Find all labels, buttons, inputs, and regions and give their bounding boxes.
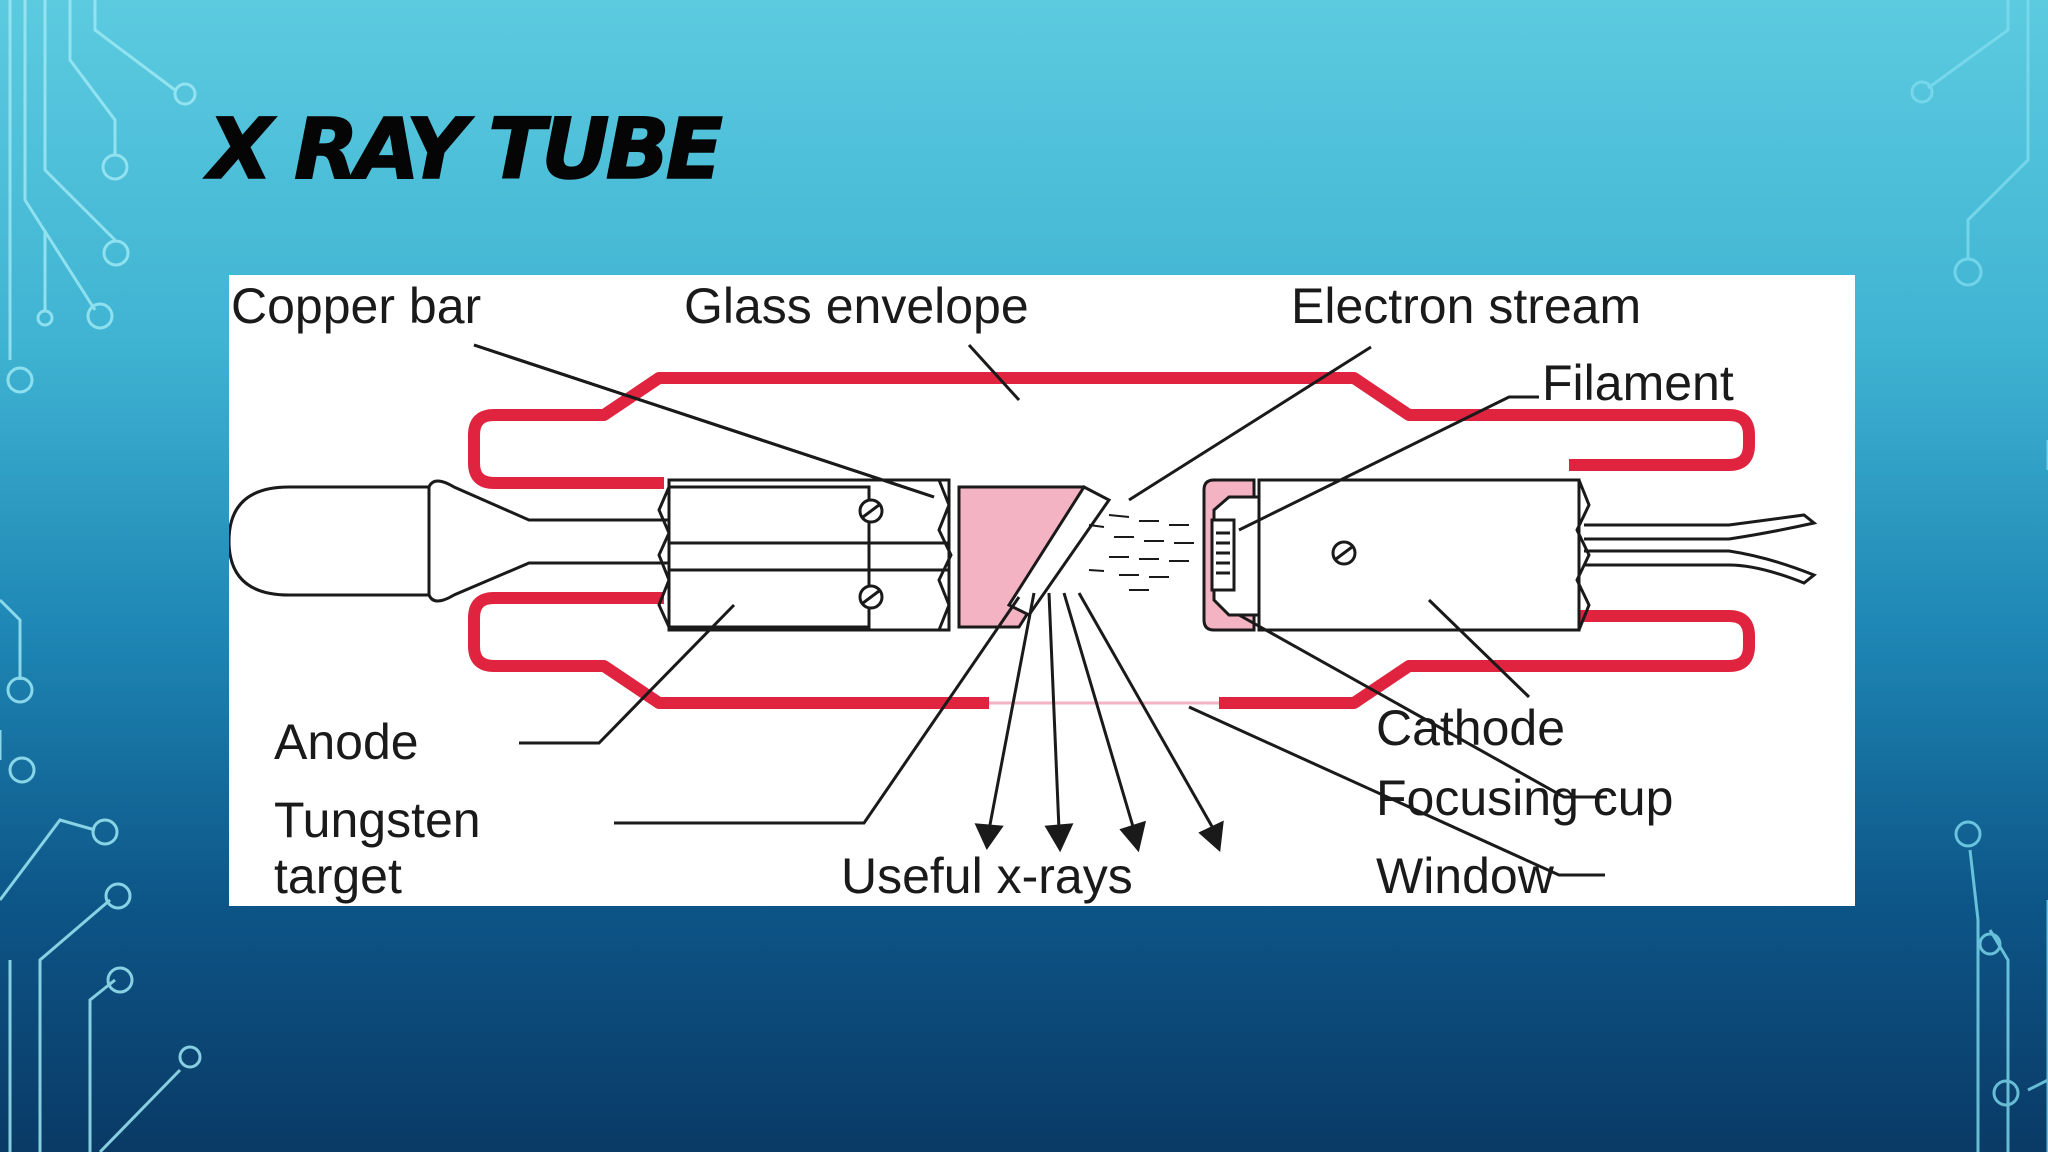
anode-knob xyxy=(229,479,671,603)
circuit-decoration-left xyxy=(0,0,202,1152)
electron-stream-dashes xyxy=(1088,514,1194,591)
label-cathode: Cathode xyxy=(1376,700,1565,756)
tungsten-target xyxy=(937,479,1112,631)
anode-block xyxy=(657,478,951,632)
label-window: Window xyxy=(1376,848,1555,904)
slide-title: X RAY TUBE xyxy=(207,99,724,199)
cathode-block xyxy=(1257,478,1591,632)
label-copper-bar: Copper bar xyxy=(231,278,481,334)
xray-tube-drawing: Copper bar Glass envelope Electron strea… xyxy=(229,278,1818,904)
label-useful-xrays: Useful x-rays xyxy=(841,848,1133,904)
label-target: target xyxy=(274,848,402,904)
leader-lines xyxy=(473,343,1607,877)
label-electron-stream: Electron stream xyxy=(1291,278,1641,334)
cathode-leads xyxy=(1584,513,1818,585)
label-filament: Filament xyxy=(1542,355,1734,411)
label-focusing-cup: Focusing cup xyxy=(1376,770,1673,826)
circuit-decoration-right xyxy=(1910,0,2048,1152)
useful-xrays-arrows xyxy=(974,592,1224,853)
label-glass-envelope: Glass envelope xyxy=(684,278,1029,334)
label-tungsten: Tungsten xyxy=(274,792,481,848)
glass-envelope-shape xyxy=(468,372,1755,709)
label-anode: Anode xyxy=(274,714,419,770)
focusing-cup xyxy=(1202,478,1266,632)
xray-tube-diagram: Copper bar Glass envelope Electron strea… xyxy=(229,275,1855,906)
